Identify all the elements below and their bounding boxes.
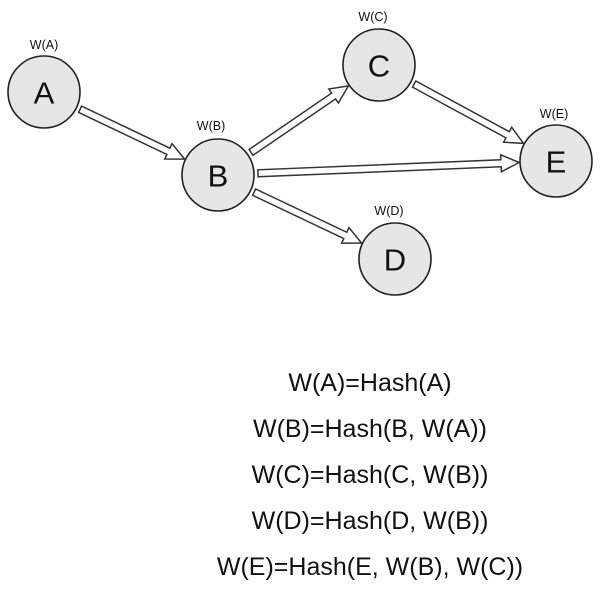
formula-w-a: W(A)=Hash(A) [288,369,452,397]
formula-w-e: W(E)=Hash(E, W(B), W(C)) [216,553,524,581]
node-c-weight-label: W(C) [358,10,387,24]
node-e: E W(E) [519,107,593,198]
node-a-weight-label: W(A) [30,38,58,52]
node-c-circle [342,28,416,102]
node-e-weight-label: W(E) [540,107,568,121]
node-e-label: E [546,145,567,180]
edge-arrow-b-to-e [257,153,521,178]
node-d-weight-label: W(D) [374,204,403,218]
node-b: B W(B) [181,119,255,212]
node-b-circle [181,138,255,212]
node-a: A W(A) [7,38,81,129]
node-a-label: A [34,76,55,111]
node-c-label: C [368,49,390,84]
node-d: D W(D) [358,204,432,296]
edge-arrow-b-to-c [248,84,350,157]
node-c: C W(C) [342,10,416,102]
formula-w-b: W(B)=Hash(B, W(A)) [252,415,488,443]
node-b-label: B [208,159,229,194]
node-e-circle [519,124,593,198]
node-d-label: D [384,243,406,278]
edge-arrow-b-to-d [251,188,364,244]
edge-arrow-c-to-e [411,79,526,145]
formula-w-c: W(C)=Hash(C, W(B)) [251,461,489,489]
formula-w-d: W(D)=Hash(D, W(B)) [251,507,489,535]
node-b-weight-label: W(B) [197,119,225,133]
edge-arrow-a-to-b [77,105,187,160]
edges-layer [77,79,526,244]
node-a-circle [7,55,81,129]
node-d-circle [358,222,432,296]
hash-formulas: W(A)=Hash(A) W(B)=Hash(B, W(A)) W(C)=Has… [0,360,600,590]
